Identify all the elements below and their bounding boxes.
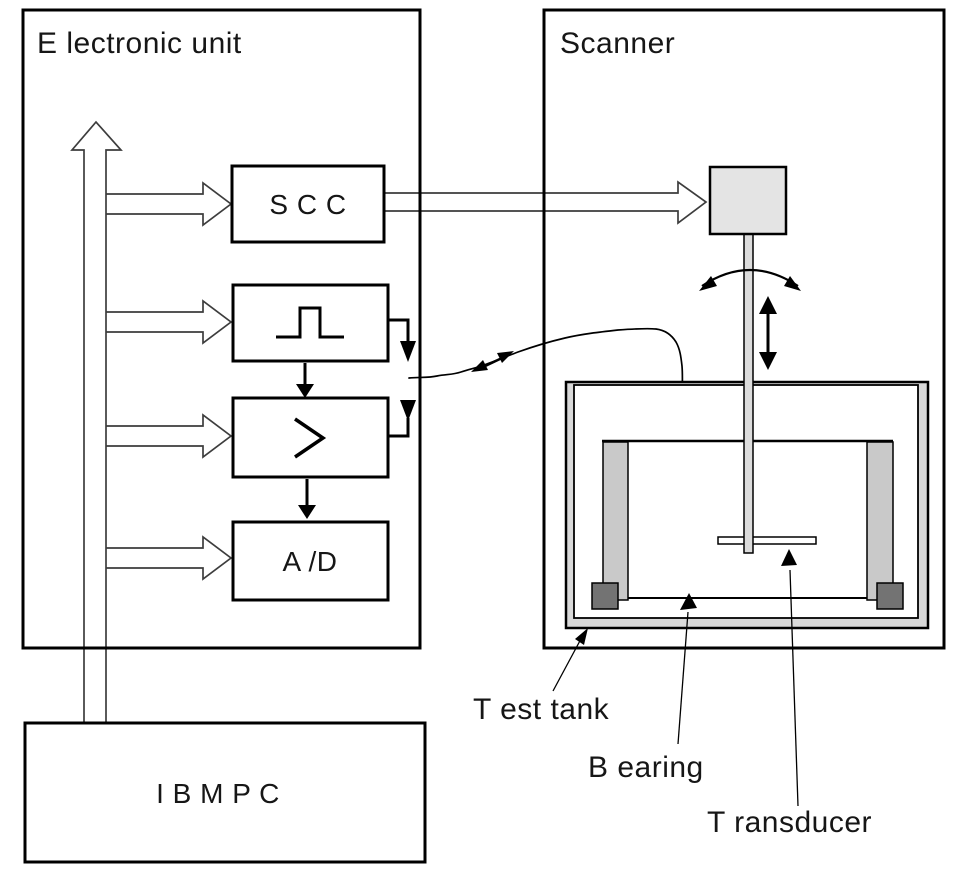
pulse-waveform-icon — [276, 306, 344, 339]
pulse-generator-box — [231, 283, 390, 363]
pulse-generator-block — [231, 283, 390, 363]
pulse-output-elbow — [388, 318, 410, 341]
scc-label: S C C — [269, 189, 346, 220]
amplifier-box — [231, 396, 390, 479]
bus-arrow-up-outline — [70, 120, 123, 723]
scanner-border — [542, 8, 946, 650]
transducer-pointer-line — [789, 569, 799, 807]
test-tank-pointer-head — [575, 628, 588, 645]
cable-arrowhead-right — [497, 351, 514, 363]
bearing-right-foot — [876, 582, 904, 610]
transducer-pointer-head — [781, 549, 797, 566]
scc-box — [230, 164, 386, 244]
test-tank-label: T est tank — [473, 693, 610, 726]
rotation-arrowhead-left — [699, 276, 717, 291]
adc-block: A /D — [231, 520, 390, 602]
bus-branch-arrow-pulse — [106, 299, 233, 345]
scanner-title: Scanner — [560, 27, 675, 60]
pc-bus-arrow — [70, 120, 233, 723]
amp-to-adc-arrowhead — [298, 505, 316, 519]
motor-block — [708, 165, 788, 236]
ibm-pc-border — [23, 721, 427, 864]
bearing-pointer-line — [677, 611, 689, 745]
annotation-arrows — [552, 549, 799, 807]
amplifier-chevron-icon — [294, 417, 327, 459]
electronic-unit-title: E lectronic unit — [37, 27, 242, 60]
bearing-pointer-head — [680, 593, 697, 610]
rotation-arc-arrow-icon — [699, 269, 801, 291]
cable-arrowhead-left — [471, 360, 488, 372]
bearing-left-column — [602, 441, 629, 601]
transducer-arm — [717, 536, 817, 545]
amp-input-arrowhead — [400, 400, 416, 421]
amplifier-block — [231, 396, 390, 479]
scc-to-motor-arrow — [384, 180, 708, 225]
amp-input-elbow — [388, 418, 410, 438]
scanner-shaft — [743, 233, 754, 554]
adc-label: A /D — [283, 546, 338, 577]
scc-block: S C C — [230, 164, 386, 244]
signal-chain-arrows — [296, 318, 416, 519]
pulse-output-arrowhead — [400, 341, 416, 362]
pulse-to-amp-arrowhead — [296, 384, 314, 398]
up-down-arrow-icon — [759, 296, 777, 370]
ibm-pc-label: I B M P C — [156, 778, 280, 809]
bus-branch-arrow-scc — [106, 181, 233, 227]
down-arrowhead — [759, 352, 777, 370]
transducer-label: T ransducer — [707, 806, 872, 839]
bearing-right-column — [866, 441, 894, 601]
bus-branch-arrow-amplifier — [106, 413, 233, 459]
adc-box — [231, 520, 390, 602]
bearing-label: B earing — [588, 751, 704, 784]
bearing-left-foot — [591, 582, 619, 610]
bus-branch-arrow-adc — [106, 535, 233, 581]
up-arrowhead — [759, 296, 777, 314]
test-tank-pointer-line — [552, 636, 583, 692]
rotation-arrowhead-right — [784, 276, 801, 291]
electronic-unit-border — [21, 8, 422, 650]
